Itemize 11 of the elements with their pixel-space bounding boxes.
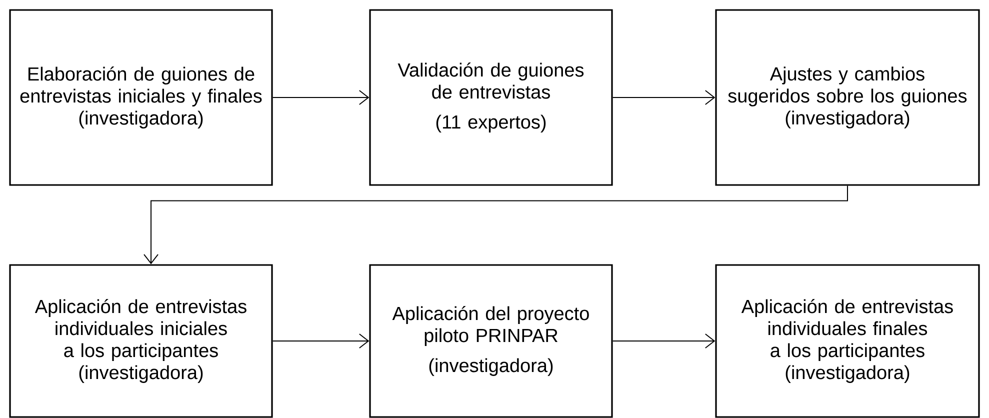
arrow xyxy=(272,90,370,105)
process-box: Elaboración de guiones de entrevistas iniciales y finales (investigadora) xyxy=(9,9,273,186)
process-box: Aplicación de entrevistas individuales finales a los participantes (investigadora) xyxy=(715,264,980,418)
arrow xyxy=(144,185,848,264)
arrow xyxy=(272,334,370,348)
process-box: Ajustes y cambios sugeridos sobre los guiones (investigadora) xyxy=(715,9,980,186)
process-box: Validación de guiones de entrevistas (11 expertos) xyxy=(369,9,613,186)
process-box: Aplicación del proyecto piloto PRINPAR (investigadora) xyxy=(369,264,613,418)
arrow xyxy=(612,334,716,348)
process-box: Aplicación de entrevistas individuales iniciales a los participantes (investigadora) xyxy=(9,264,273,418)
arrow xyxy=(612,90,716,105)
